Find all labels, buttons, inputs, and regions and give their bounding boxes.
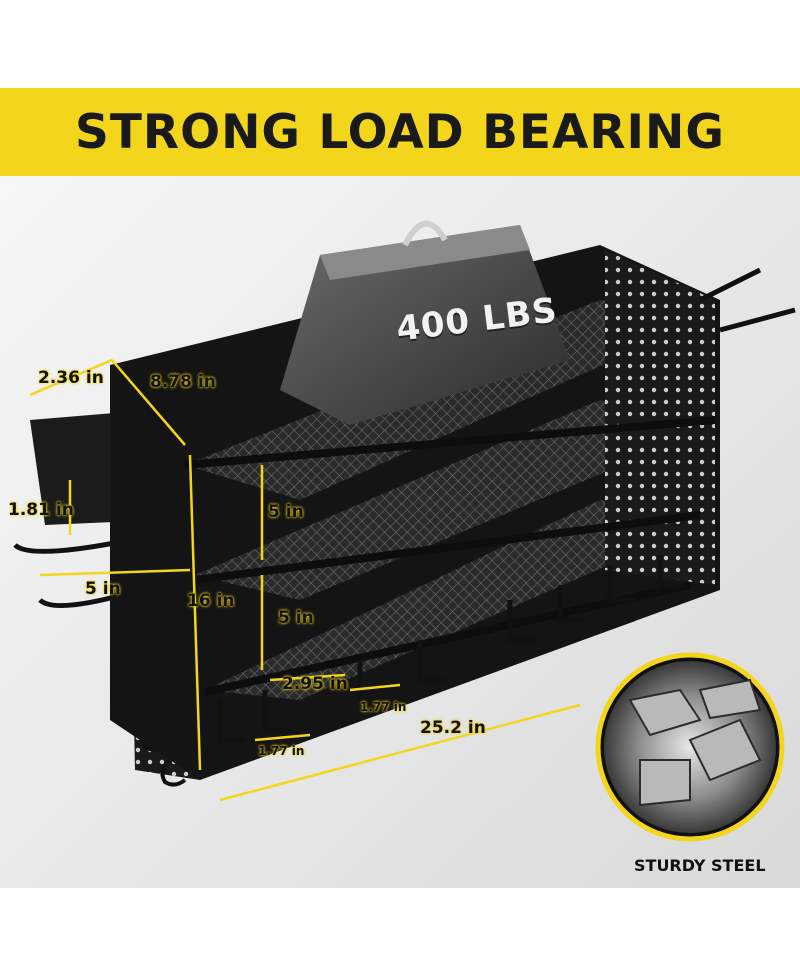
dimension-5-top: 5 in	[268, 502, 304, 522]
dimension-25-2: 25.2 in	[420, 718, 486, 738]
banner-title: STRONG LOAD BEARING	[75, 104, 725, 160]
dimension-1-77-right: 1.77 in	[360, 700, 407, 714]
dimension-5-side: 5 in	[85, 579, 121, 599]
steel-caption: STURDY STEEL	[634, 856, 766, 875]
dimension-8-78: 8.78 in	[150, 372, 216, 392]
dimension-lines	[29, 358, 581, 802]
title-banner: STRONG LOAD BEARING	[0, 88, 800, 176]
weight-block	[280, 220, 570, 425]
dimension-16: 16 in	[187, 591, 235, 611]
dimension-2-36: 2.36 in	[38, 368, 104, 388]
product-photo: 400 LBS 2.36 in 8.78 in 1.81 in 5 in 5 i…	[0, 176, 800, 888]
shelf-rack	[110, 245, 796, 780]
steel-badge	[595, 652, 785, 842]
dimension-1-77-left: 1.77 in	[258, 744, 305, 758]
dimension-5-bottom: 5 in	[278, 608, 314, 628]
dimension-2-95: 2.95 in	[282, 674, 348, 694]
dimension-1-81: 1.81 in	[8, 500, 74, 520]
rack-illustration	[13, 220, 796, 842]
